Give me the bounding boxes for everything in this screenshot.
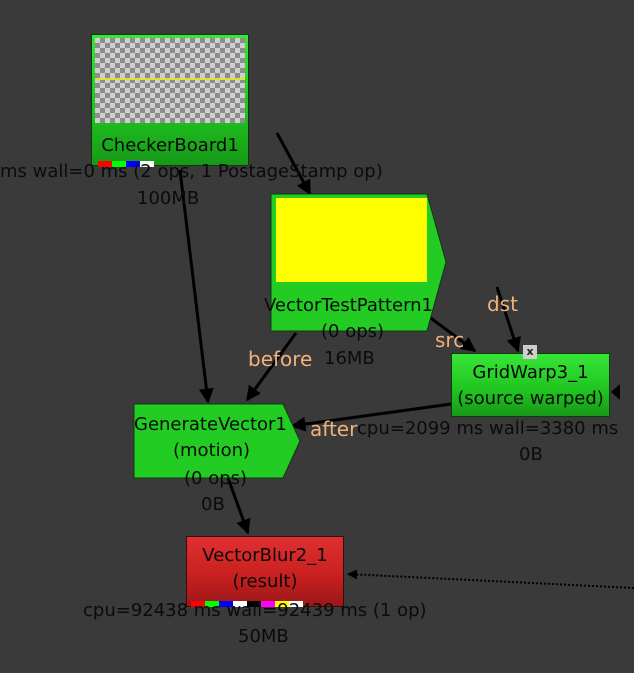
edge-dst-to-gridwarp[interactable] (495, 286, 521, 353)
node-checkerboard-title: CheckerBoard1 (101, 135, 239, 156)
generatevector-ops: (0 ops) (184, 468, 248, 489)
edge-vectortestpattern-to-gridwarp[interactable] (423, 311, 477, 353)
vectortestpattern-thumbnail (276, 198, 427, 282)
generatevector-memory: 0B (201, 494, 225, 515)
vectorblur-memory: 50MB (238, 626, 289, 647)
vectortestpattern-memory: 16MB (324, 348, 375, 369)
vectorblur-stats: cpu=92438 ms wall=92439 ms (1 op) (83, 600, 427, 621)
gridwarp-side-input-icon[interactable] (611, 384, 620, 400)
gridwarp-stats: cpu=2099 ms wall=3380 ms (357, 418, 619, 439)
checkerboard-memory: 100MB (137, 188, 200, 209)
edge-label-dst: dst (487, 292, 518, 316)
generatevector-node-body[interactable] (133, 403, 301, 479)
edge-checkerboard-to-generatevector[interactable] (178, 169, 214, 404)
edge-label-src: src (435, 328, 465, 352)
edge-dotted-to-vectorblur[interactable] (347, 569, 634, 589)
edge-label-after: after (310, 417, 358, 441)
node-gridwarp-title: GridWarp3_1 (472, 362, 589, 383)
edge-gridwarp-to-generatevector[interactable] (290, 402, 452, 432)
gridwarp-memory: 0B (519, 444, 543, 465)
edge-input-to-vectortestpattern[interactable] (275, 132, 312, 196)
node-vectorblur[interactable]: VectorBlur2_1 (result) (186, 536, 344, 607)
node-checkerboard[interactable]: CheckerBoard1 (91, 34, 249, 167)
node-vectorblur-title: VectorBlur2_1 (202, 545, 328, 566)
checkerboard-channel-swatches (98, 161, 154, 167)
node-vectorblur-subtitle: (result) (232, 571, 298, 592)
gridwarp-close-button[interactable]: x (523, 345, 537, 359)
node-gridwarp-subtitle: (source warped) (457, 388, 604, 409)
checkerboard-thumbnail (95, 38, 245, 123)
vectortestpattern-title: VectorTestPattern1 (264, 295, 434, 316)
node-gridwarp[interactable]: GridWarp3_1 (source warped) (451, 353, 610, 417)
vectorblur-channel-swatches (191, 601, 303, 607)
generatevector-title: GenerateVector1 (134, 414, 287, 435)
edge-generatevector-to-vectorblur[interactable] (226, 477, 251, 535)
edge-label-before: before (248, 347, 313, 371)
checkerboard-guide-line (95, 78, 245, 80)
vectortestpattern-ops: (0 ops) (321, 321, 385, 342)
checkerboard-stats: ms wall=0 ms (2 ops, 1 PostageStamp op) (0, 161, 383, 182)
edge-vectortestpattern-to-generatevector[interactable] (245, 332, 298, 402)
generatevector-subtitle: (motion) (173, 440, 251, 461)
